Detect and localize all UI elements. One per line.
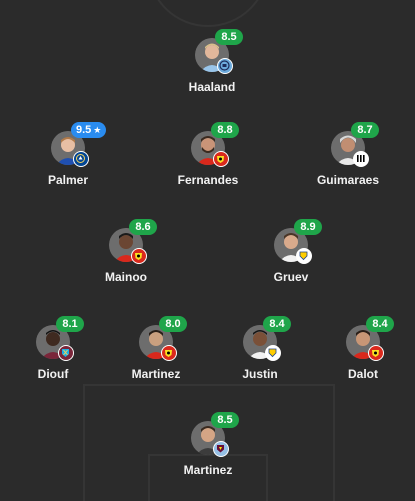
player-name: Guimaraes [316,173,380,187]
newcastle-badge-icon [353,151,369,167]
player-name: Diouf [37,367,69,381]
leeds-badge-icon [296,248,312,264]
rating-badge: 8.0 [159,316,187,332]
rating-badge: 8.7 [351,122,379,138]
player-card[interactable]: 8.1 Diouf [3,316,103,381]
player-name: Fernandes [177,173,239,187]
player-avatar: 8.5 [195,29,243,74]
player-card[interactable]: 9.5★ Palmer [18,122,118,187]
player-avatar: 8.0 [139,316,187,361]
player-card[interactable]: 8.7 Guimaraes [298,122,398,187]
rating-badge: 8.5 [215,29,243,45]
rating-badge-motm: 9.5★ [71,122,107,138]
player-card[interactable]: 8.5 Martinez [158,412,258,477]
rating-badge: 8.4 [366,316,394,332]
leeds-badge-icon [265,345,281,361]
player-name: Mainoo [105,270,147,284]
player-avatar: 8.4 [243,316,291,361]
player-name: Justin [242,367,278,381]
center-circle [147,0,269,27]
player-card[interactable]: 8.9 Gruev [241,219,341,284]
star-icon: ★ [93,125,102,135]
man-united-badge-icon [368,345,384,361]
player-card[interactable]: 8.4 Dalot [313,316,413,381]
man-united-badge-icon [131,248,147,264]
rating-badge: 8.8 [211,122,239,138]
goal-box [148,454,268,501]
rating-badge: 8.5 [211,412,239,428]
player-avatar: 8.1 [36,316,84,361]
aston-villa-badge-icon [213,441,229,457]
rating-badge: 8.9 [294,219,322,235]
rating-badge: 8.4 [263,316,291,332]
player-card[interactable]: 8.6 Mainoo [76,219,176,284]
player-avatar: 8.7 [331,122,379,167]
player-card[interactable]: 8.4 Justin [210,316,310,381]
man-united-badge-icon [161,345,177,361]
player-card[interactable]: 8.0 Martinez [106,316,206,381]
man-city-badge-icon [217,58,233,74]
player-name: Martinez [131,367,181,381]
chelsea-badge-icon [73,151,89,167]
player-name: Palmer [47,173,89,187]
player-name: Martinez [183,463,233,477]
player-card[interactable]: 8.8 Fernandes [158,122,258,187]
player-avatar: 8.6 [109,219,157,264]
player-name: Dalot [348,367,378,381]
rating-badge: 8.1 [56,316,84,332]
player-card[interactable]: 8.5 Haaland [162,29,262,94]
rating-badge: 8.6 [129,219,157,235]
penalty-box [83,384,335,501]
west-ham-badge-icon [58,345,74,361]
player-avatar: 8.4 [346,316,394,361]
player-avatar: 9.5★ [51,122,107,167]
player-avatar: 8.9 [274,219,322,264]
player-name: Gruev [273,270,309,284]
player-avatar: 8.5 [191,412,239,457]
player-name: Haaland [188,80,236,94]
man-united-badge-icon [213,151,229,167]
player-avatar: 8.8 [191,122,239,167]
